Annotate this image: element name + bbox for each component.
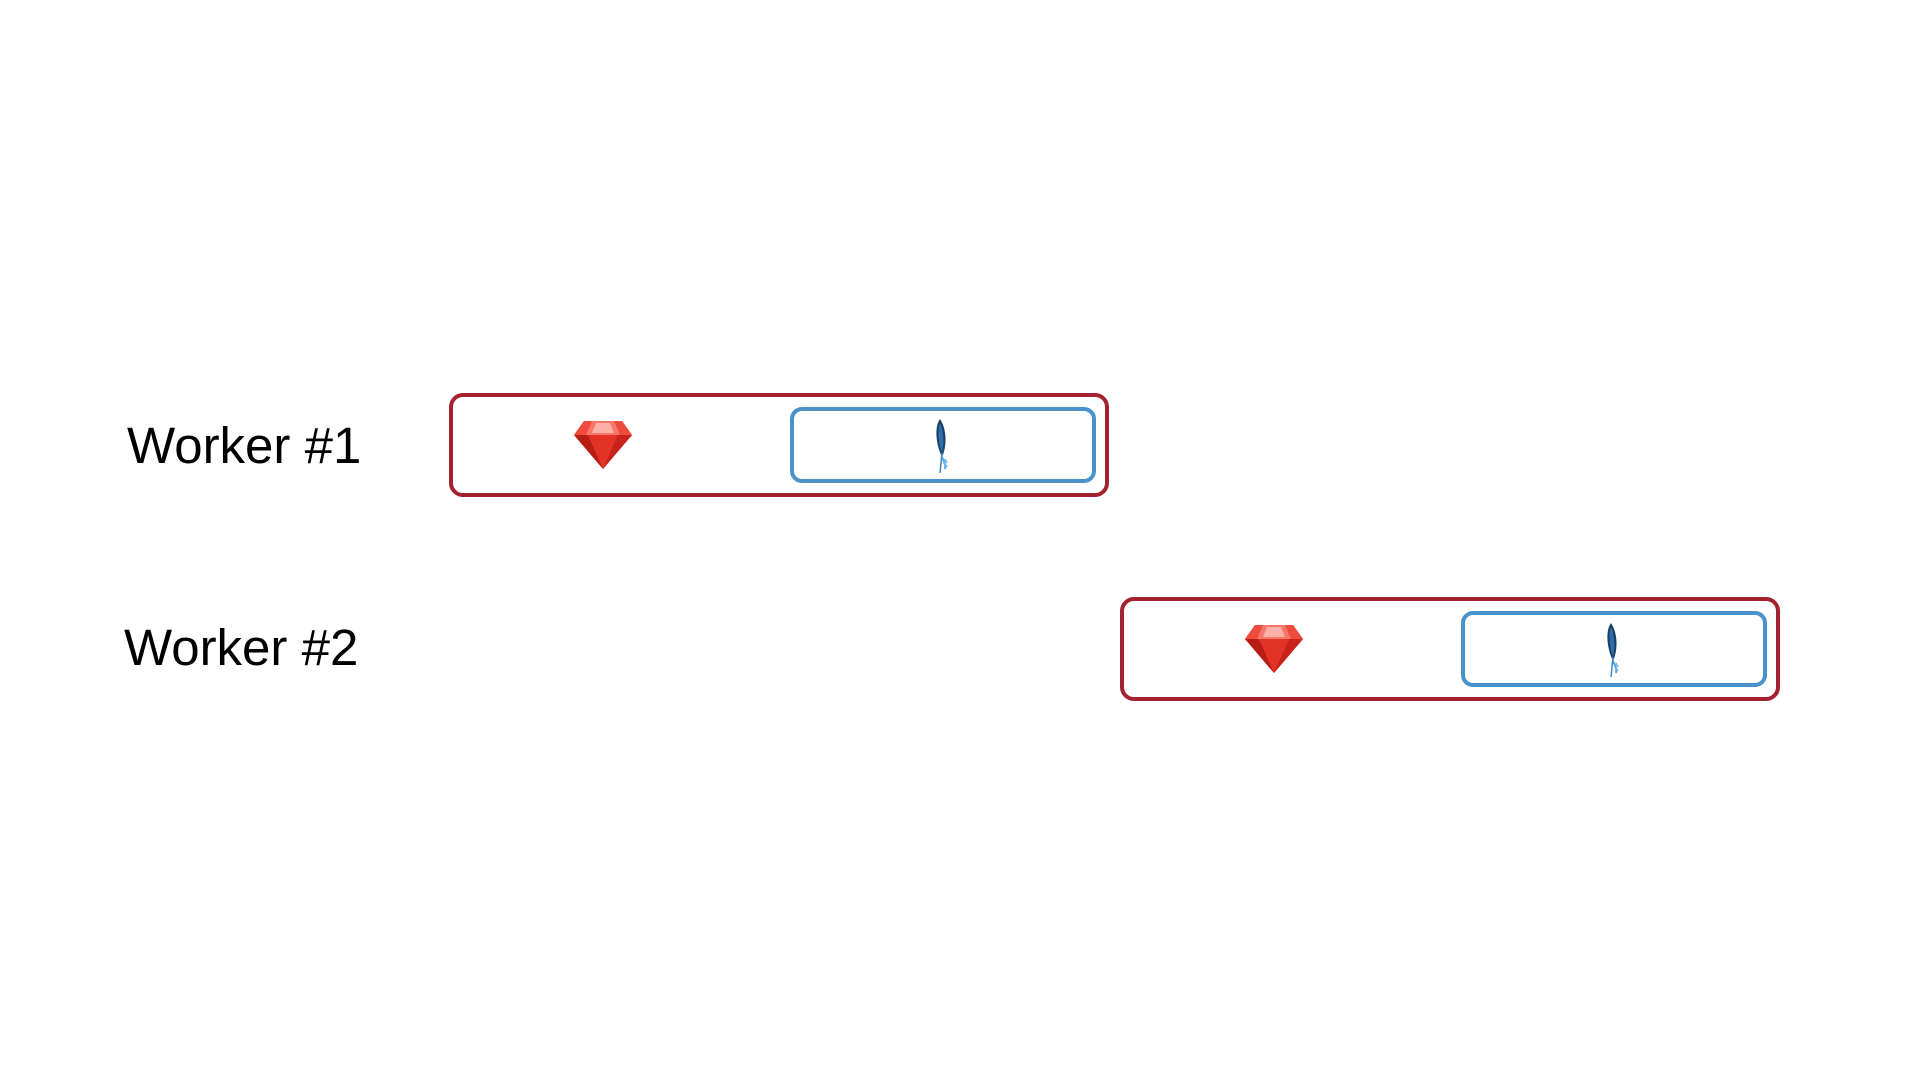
worker-label-1: Worker #1 [127,417,362,474]
feather-icon [1607,623,1619,678]
worker-2-outer-box [1120,597,1780,701]
worker-label-2: Worker #2 [124,619,359,676]
worker-1-inner-box [790,407,1096,483]
feather-icon [936,419,948,474]
worker-1-outer-box [449,393,1109,497]
worker-2-inner-box [1461,611,1767,687]
ruby-gem-icon [1245,625,1303,673]
ruby-gem-icon [574,421,632,469]
